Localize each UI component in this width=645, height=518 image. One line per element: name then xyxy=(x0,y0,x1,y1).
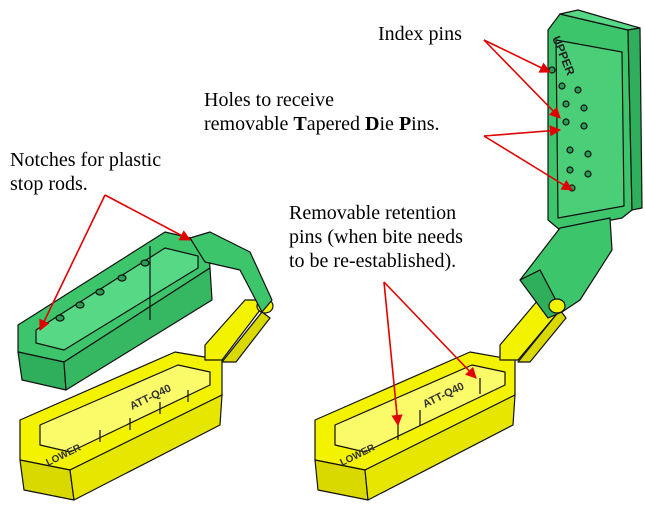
label-holes-ie: ie xyxy=(379,113,399,135)
label-notches: Notches for plastic stop rods. xyxy=(10,148,161,196)
label-retention-pins: Removable retention pins (when bite need… xyxy=(289,201,463,273)
arrow-retention-2 xyxy=(383,281,477,379)
label-holes-D: D xyxy=(365,113,380,135)
label-holes-T: T xyxy=(293,113,307,135)
left-upper-tray xyxy=(17,231,273,391)
label-notches-line2: stop rods. xyxy=(10,173,88,195)
label-notches-line1: Notches for plastic xyxy=(10,149,162,171)
label-holes-line2: removable Tapered Die Pins. xyxy=(204,112,440,136)
arrow-notch-2 xyxy=(104,194,191,241)
label-retention-line1: Removable retention xyxy=(289,202,457,224)
label-holes-apered: apered xyxy=(306,113,366,135)
arrow-holes-2 xyxy=(483,135,573,191)
right-upper-tray xyxy=(519,9,643,319)
arrow-notch-1 xyxy=(39,194,106,332)
arrow-holes-1 xyxy=(483,125,562,137)
left-lower-tray xyxy=(19,351,223,501)
label-retention-line2: pins (when bite needs xyxy=(289,226,463,248)
arrow-index-2 xyxy=(483,39,561,119)
label-index-pins: Index pins xyxy=(378,23,462,45)
label-holes-line1: Holes to receive xyxy=(204,89,334,111)
callout-arrows xyxy=(39,39,573,427)
label-holes: Holes to receive removable Tapered Die P… xyxy=(204,88,440,136)
right-lower-tray xyxy=(314,351,516,501)
label-holes-pre: removable xyxy=(204,113,294,135)
arrow-index-1 xyxy=(483,39,552,73)
label-holes-ins: ins. xyxy=(411,113,440,135)
label-retention-line3: to be re-established). xyxy=(289,250,457,272)
arrow-retention-1 xyxy=(383,281,403,427)
label-holes-P: P xyxy=(398,113,412,135)
